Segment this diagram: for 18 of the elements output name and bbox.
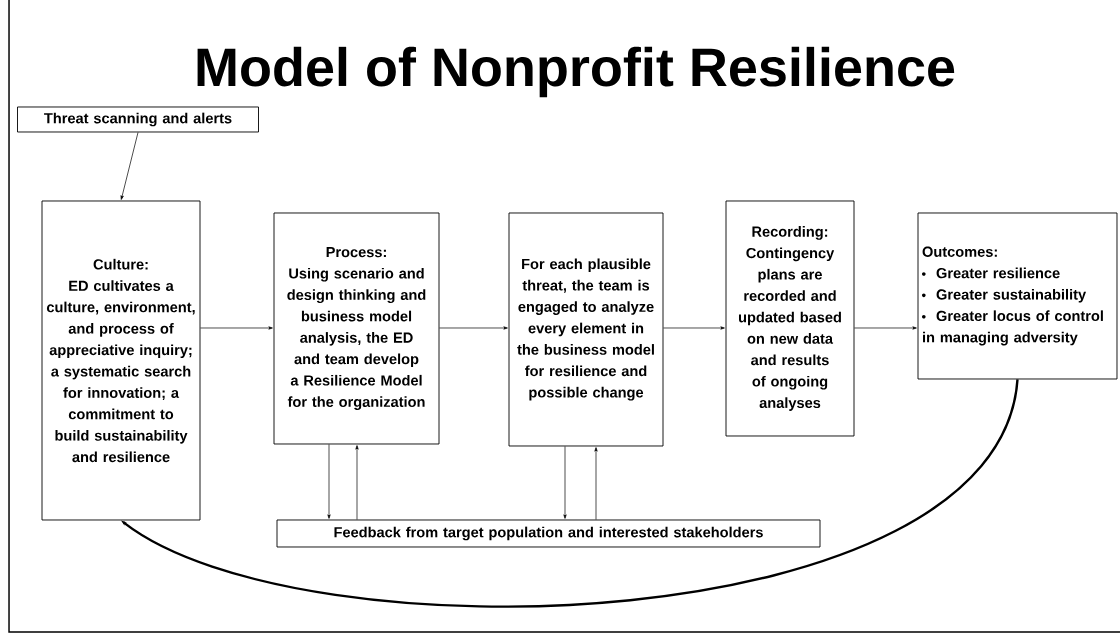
process-box: Outcomes: Greater resilience Greater sustainability Greater locus of control in managing adversity: [917, 212, 1118, 380]
arrow: [200, 326, 273, 330]
process-box: Recording: Contingency plans are recorded and updated based on new data and results of ongoing analyses: [725, 200, 855, 437]
process-box: Threat scanning and alerts: [17, 106, 259, 133]
arrow: [439, 326, 508, 330]
process-box: Feedback from target population and interested stakeholders: [276, 519, 821, 548]
arrow: [355, 445, 359, 520]
process-box: For each plausible threat, the team is engaged to analyze every element in the business model for resilience and possible change: [508, 212, 664, 447]
arrow: [854, 326, 917, 330]
title: Model of Nonprofit Resilience: [197, 46, 955, 98]
arrow: [563, 446, 567, 519]
arrow: [594, 447, 598, 520]
arrow: [327, 444, 331, 519]
process-box: Culture: ED cultivates a culture, environment, and process of appreciative inquiry; a systematic search for innovation; a commitment to build sustainability and resilience: [41, 200, 201, 521]
arrow: [121, 379, 1019, 608]
arrow: [663, 326, 725, 330]
arrow: [120, 132, 139, 200]
process-box: Process: Using scenario and design thinking and business model analysis, the ED and team develop a Resilience Model for the organization: [273, 212, 440, 445]
